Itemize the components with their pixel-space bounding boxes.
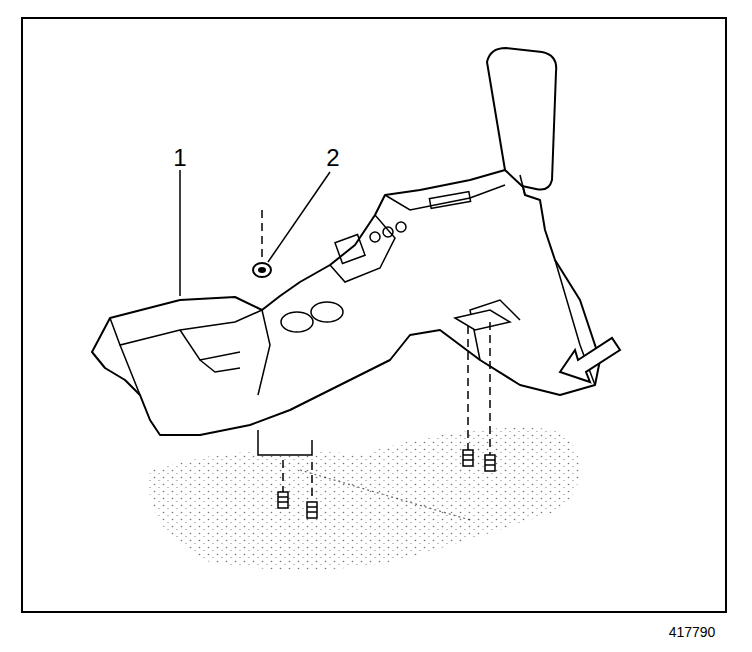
- view-arrow: [560, 338, 620, 382]
- floor-seam: [300, 470, 470, 520]
- stud: [278, 450, 495, 518]
- alignment-line: [262, 210, 490, 500]
- mounting-tab: [258, 310, 510, 455]
- floor-texture: [149, 428, 580, 570]
- figure-number: 417790: [669, 625, 716, 639]
- console-details: [110, 175, 595, 395]
- console: [92, 48, 600, 435]
- callout-number: 2: [326, 146, 339, 170]
- leader-line: [180, 170, 330, 296]
- callout-number: 1: [173, 146, 186, 170]
- nut: [253, 263, 271, 277]
- figure-frame: [22, 18, 726, 612]
